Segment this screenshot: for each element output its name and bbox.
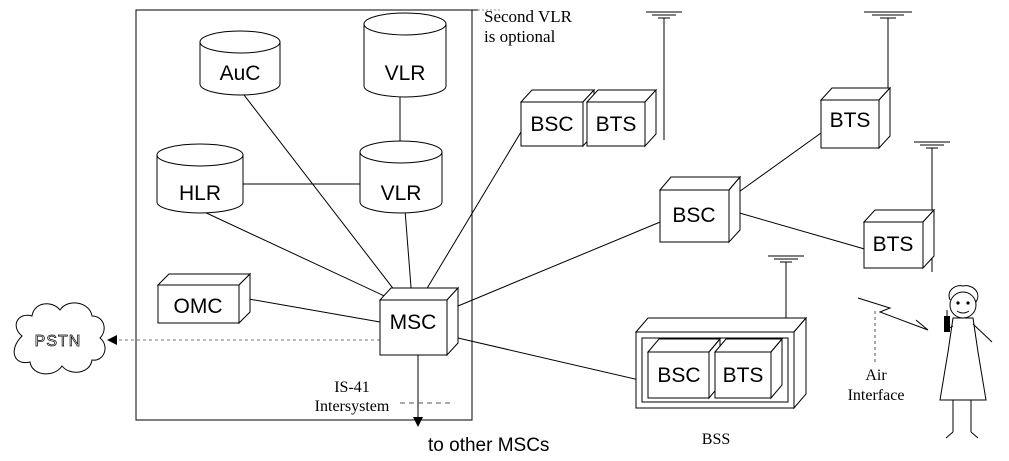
bts-right-top-box: BTS	[819, 86, 892, 150]
bsc-top-box: BSC	[519, 88, 596, 148]
air-interface-label-line1: Air	[865, 367, 887, 384]
bsc-mid-label: BSC	[672, 204, 715, 227]
bts-right-top-label: BTS	[830, 109, 871, 132]
omc-label: OMC	[174, 295, 223, 318]
bts-right-mid-label: BTS	[873, 233, 914, 256]
vlr-database: VLR	[359, 140, 443, 214]
pstn-cloud-icon: PSTN	[13, 302, 106, 375]
vlr-label: VLR	[381, 182, 422, 205]
msc-label: MSC	[390, 311, 437, 334]
bts-top-box: BTS	[585, 88, 658, 148]
is41-label-line2: Intersystem	[315, 398, 390, 415]
bsc-mid-box: BSC	[658, 175, 742, 244]
second-vlr-note-line2: is optional	[484, 27, 556, 46]
bss-bsc-label: BSC	[657, 364, 700, 387]
bts-right-mid-box: BTS	[862, 208, 936, 270]
connection-lines	[199, 81, 869, 383]
air-interface-label-line2: Interface	[848, 387, 905, 404]
bss-group: BSC BTS	[634, 316, 808, 410]
vlr-optional-label: VLR	[385, 62, 426, 85]
pstn-label: PSTN	[35, 333, 82, 350]
auc-database: AuC	[199, 30, 281, 96]
other-mscs-label: to other MSCs	[428, 435, 549, 456]
msc-box: MSC	[378, 286, 460, 357]
hlr-database: HLR	[156, 143, 244, 214]
lightning-bolt-icon	[857, 297, 929, 331]
bss-label: BSS	[702, 431, 730, 448]
is41-label-line1: IS-41	[334, 379, 370, 396]
core-network-boundary	[135, 9, 478, 421]
auc-label: AuC	[220, 62, 261, 85]
omc-box: OMC	[156, 272, 252, 325]
bts-top-label: BTS	[596, 113, 637, 136]
hlr-label: HLR	[179, 182, 221, 205]
mobile-user-icon	[939, 285, 993, 439]
bsc-top-label: BSC	[530, 113, 573, 136]
antenna-icon	[646, 11, 682, 140]
bss-bts-label: BTS	[723, 364, 764, 387]
vlr-optional-database: VLR	[363, 12, 447, 98]
second-vlr-note-line1: Second VLR	[484, 7, 573, 26]
